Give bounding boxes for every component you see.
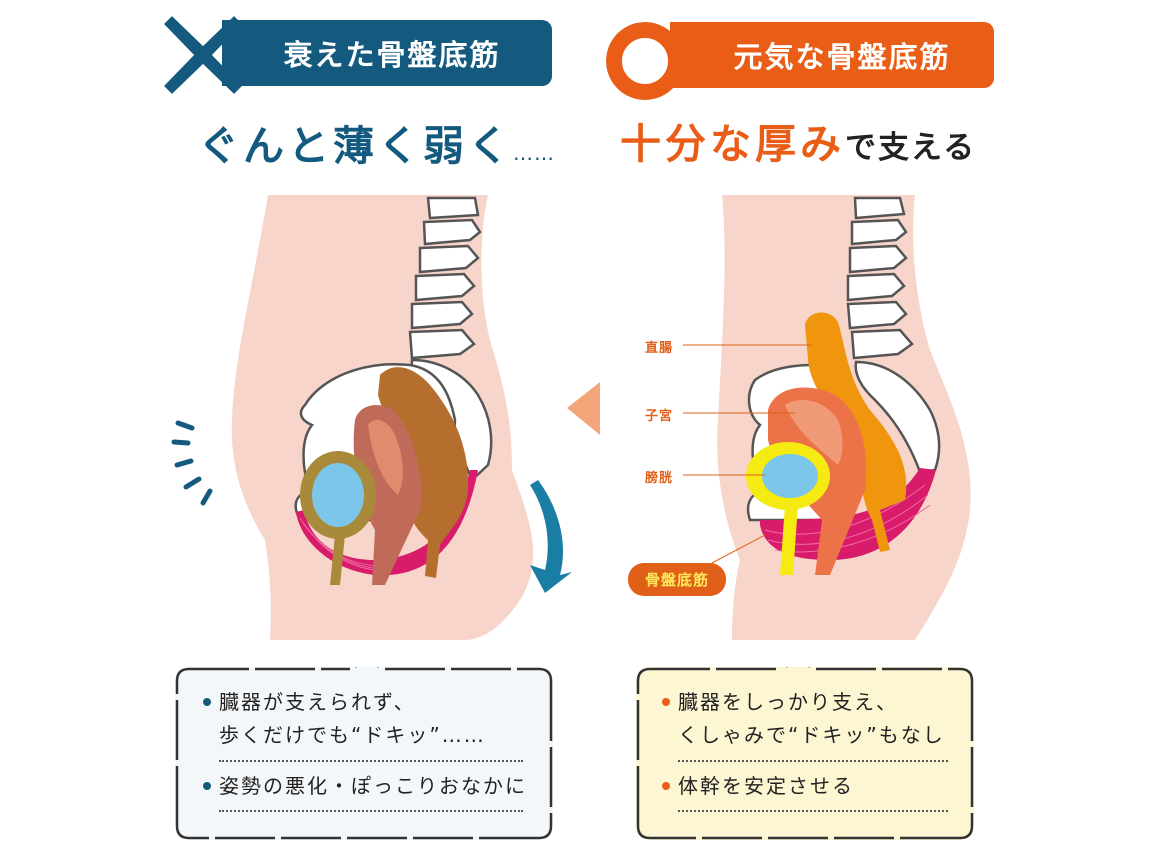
healthy-badge-label: 元気な骨盤底筋 (733, 40, 951, 74)
weak-subtitle-ellipsis: …… (513, 141, 555, 165)
weak-subtitle: ぐんと薄く弱く…… (198, 112, 555, 172)
weak-subtitle-main: ぐんと薄く弱く (198, 122, 513, 170)
callout-border (175, 667, 553, 840)
healthy-subtitle: 十分な厚みで支える (620, 110, 976, 170)
healthy-callout-box: 臓器をしっかり支え、 くしゃみで“ドキッ”もなし 体幹を安定させる (636, 667, 974, 840)
weak-body-cross-section (171, 195, 572, 640)
weak-badge-label: 衰えた骨盤底筋 (283, 38, 501, 72)
bullet-icon (662, 698, 670, 706)
label-uterus: 子宮 (645, 409, 674, 424)
label-rectum: 直腸 (645, 341, 674, 356)
dotted-divider (678, 810, 948, 812)
label-pelvic-floor-muscle: 骨盤底筋 (628, 563, 726, 596)
sag-arrow-icon (530, 480, 572, 593)
weak-pelvic-floor-badge: 衰えた骨盤底筋 (222, 20, 552, 86)
shake-lines-icon (171, 420, 213, 506)
dotted-divider (219, 810, 523, 812)
weak-callout-box: 臓器が支えられず、 歩くだけでも“ドキッ”…… 姿勢の悪化・ぽっこりおなかに (175, 667, 553, 840)
dotted-divider (678, 760, 948, 762)
comparison-arrow-icon (567, 382, 600, 435)
healthy-subtitle-rest: で支える (845, 130, 977, 166)
dotted-divider (219, 760, 523, 762)
label-bladder: 膀胱 (645, 471, 674, 486)
bullet-icon (662, 782, 670, 790)
healthy-pelvic-floor-badge: 元気な骨盤底筋 (670, 22, 994, 88)
healthy-body-cross-section (683, 195, 971, 640)
callout-border (636, 667, 974, 840)
healthy-subtitle-emphasis: 十分な厚み (620, 120, 845, 168)
bullet-icon (203, 782, 211, 790)
bullet-icon (203, 698, 211, 706)
